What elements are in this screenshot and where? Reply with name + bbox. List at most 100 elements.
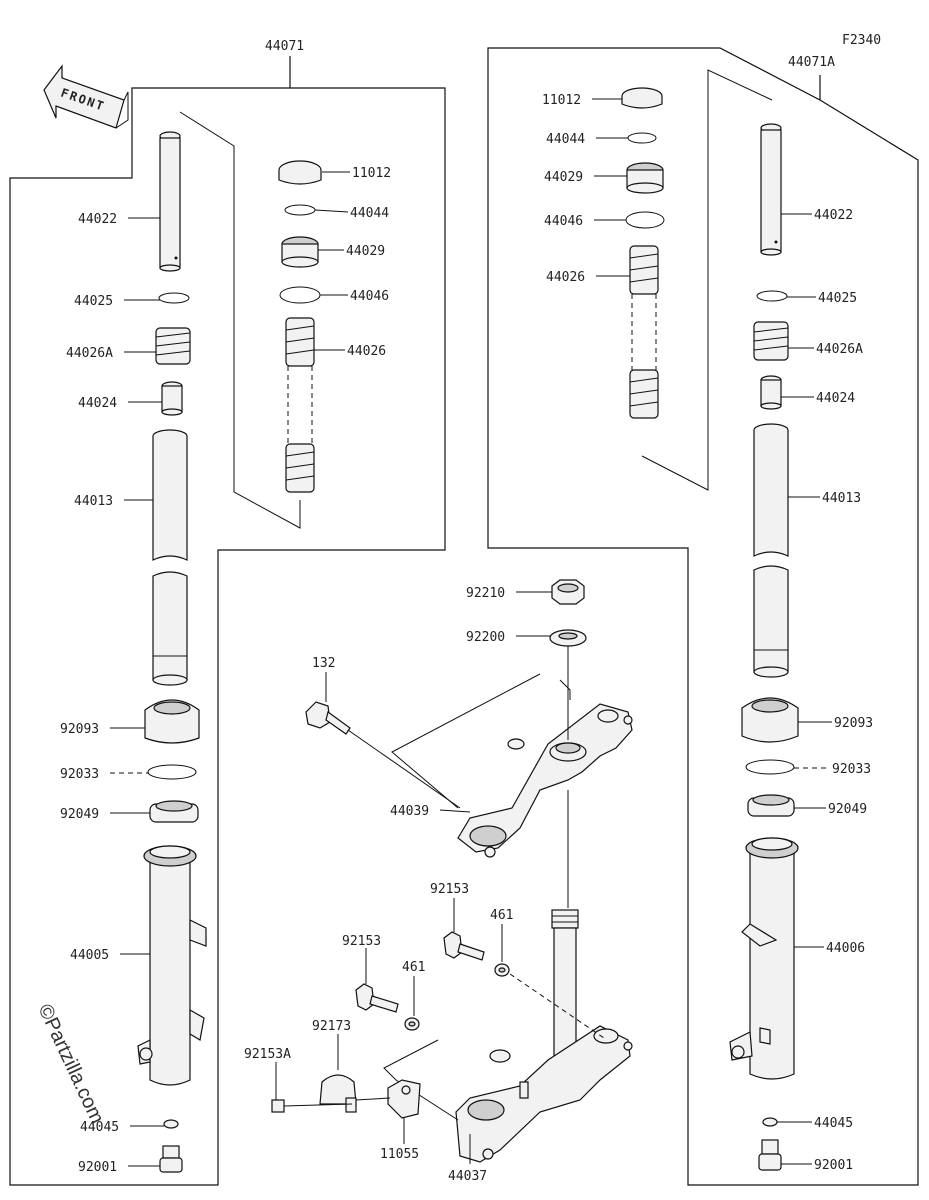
left-oring-44046 — [279, 286, 321, 304]
label-right-44044: 44044 — [546, 132, 585, 147]
label-right-92001: 92001 — [814, 1158, 853, 1173]
right-cap-11012 — [621, 87, 663, 109]
right-inner-tube — [760, 123, 782, 256]
label-right-92093: 92093 — [834, 716, 873, 731]
label-center-92200: 92200 — [466, 630, 505, 645]
center-bracket-11055 — [387, 1079, 421, 1119]
assembly-label-left: 44071 — [265, 39, 304, 54]
label-center-44039: 44039 — [390, 804, 429, 819]
label-center-44037: 44037 — [448, 1169, 487, 1184]
label-right-44046: 44046 — [544, 214, 583, 229]
left-collar-44024 — [161, 381, 183, 416]
label-right-92033: 92033 — [832, 762, 871, 777]
left-inner-tube — [159, 131, 181, 272]
bolt-132-leader — [347, 729, 461, 809]
label-center-92210: 92210 — [466, 586, 505, 601]
right-spring-44026 — [629, 245, 659, 419]
label-left-92001: 92001 — [78, 1160, 117, 1175]
left-oil-seal-92049 — [149, 800, 199, 823]
right-cartridge-bracket — [641, 69, 773, 491]
label-right-44006: 44006 — [826, 941, 865, 956]
left-cap-11012 — [278, 160, 322, 185]
left-dust-seal-92093 — [144, 699, 200, 744]
label-right-44022: 44022 — [814, 208, 853, 223]
left-bushing-44029 — [281, 236, 319, 268]
label-left-44029: 44029 — [346, 244, 385, 259]
left-spring-44026A — [155, 327, 191, 365]
label-right-44045: 44045 — [814, 1116, 853, 1131]
label-center-92153A: 92153A — [244, 1047, 291, 1062]
center-bolt-92153-lower — [355, 983, 399, 1013]
left-assembly-frame — [9, 56, 446, 1186]
upper-bracket-leader-a — [391, 673, 541, 809]
label-left-44022: 44022 — [78, 212, 117, 227]
label-right-92049: 92049 — [828, 802, 867, 817]
center-bolt-92153-upper — [443, 931, 485, 961]
center-washer-461-upper — [494, 963, 510, 977]
right-assembly-frame — [487, 47, 919, 1186]
right-dust-seal-92093 — [741, 697, 799, 743]
label-left-92093: 92093 — [60, 722, 99, 737]
left-clip-92033 — [147, 764, 197, 780]
right-spring-44026A — [753, 321, 789, 361]
upper-washer-leader — [509, 973, 605, 1039]
label-left-44005: 44005 — [70, 948, 109, 963]
label-right-44024: 44024 — [816, 391, 855, 406]
label-right-44013: 44013 — [822, 491, 861, 506]
label-right-11012: 11012 — [542, 93, 581, 108]
label-left-44024: 44024 — [78, 396, 117, 411]
label-center-92153-lower: 92153 — [342, 934, 381, 949]
lower-washer-leader — [383, 1039, 459, 1121]
label-right-44026: 44026 — [546, 270, 585, 285]
right-clip-92033 — [745, 759, 795, 775]
front-arrow-icon: FRONT — [43, 64, 129, 129]
label-right-44029: 44029 — [544, 170, 583, 185]
label-left-44044: 44044 — [350, 206, 389, 221]
label-center-11055: 11055 — [380, 1147, 419, 1162]
label-center-132: 132 — [312, 656, 335, 671]
left-fork-leg-44005 — [137, 845, 207, 1086]
assembly-label-right: 44071A — [788, 55, 835, 70]
left-spring-44026 — [285, 317, 315, 493]
left-cartridge-bracket — [179, 111, 301, 529]
label-center-92153-upper: 92153 — [430, 882, 469, 897]
label-right-44025: 44025 — [818, 291, 857, 306]
watermark: ©Partzilla.com — [33, 1001, 108, 1127]
right-bushing-44029 — [626, 162, 664, 194]
label-left-11012: 11012 — [352, 166, 391, 181]
upper-bracket-44039 — [457, 703, 633, 858]
label-center-461-lower: 461 — [402, 960, 425, 975]
center-nut-92210 — [551, 579, 585, 605]
clamp-leader — [355, 1097, 391, 1101]
right-bolt-92001 — [758, 1139, 782, 1171]
right-tube-44013 — [753, 423, 789, 678]
right-ring-44025 — [756, 290, 788, 302]
left-ring-44044 — [284, 204, 316, 216]
right-fork-leg-44006 — [729, 837, 799, 1080]
label-left-44026A: 44026A — [66, 346, 113, 361]
left-ring-44025 — [158, 292, 190, 304]
lower-bracket-44037 — [455, 909, 633, 1163]
label-left-44025: 44025 — [74, 294, 113, 309]
right-ring-44044 — [627, 132, 657, 144]
left-tube-44013 — [152, 429, 188, 686]
center-washer-461-lower — [404, 1017, 420, 1031]
center-bolt-92153A — [271, 1099, 353, 1113]
right-collar-44024 — [760, 375, 782, 410]
center-bolt-132 — [305, 701, 351, 735]
label-left-92033: 92033 — [60, 767, 99, 782]
label-center-461-upper: 461 — [490, 908, 513, 923]
figure-code: F2340 — [842, 33, 881, 48]
label-left-44026: 44026 — [347, 344, 386, 359]
label-right-44026A: 44026A — [816, 342, 863, 357]
center-washer-92200 — [549, 629, 587, 647]
left-bolt-92001 — [159, 1145, 183, 1173]
left-washer-44045 — [163, 1119, 179, 1129]
upper-bracket-leader-b — [559, 679, 571, 700]
right-washer-44045 — [762, 1117, 778, 1127]
center-clamp-92173 — [319, 1074, 357, 1113]
label-left-44046: 44046 — [350, 289, 389, 304]
label-left-44045: 44045 — [80, 1120, 119, 1135]
label-center-92173: 92173 — [312, 1019, 351, 1034]
